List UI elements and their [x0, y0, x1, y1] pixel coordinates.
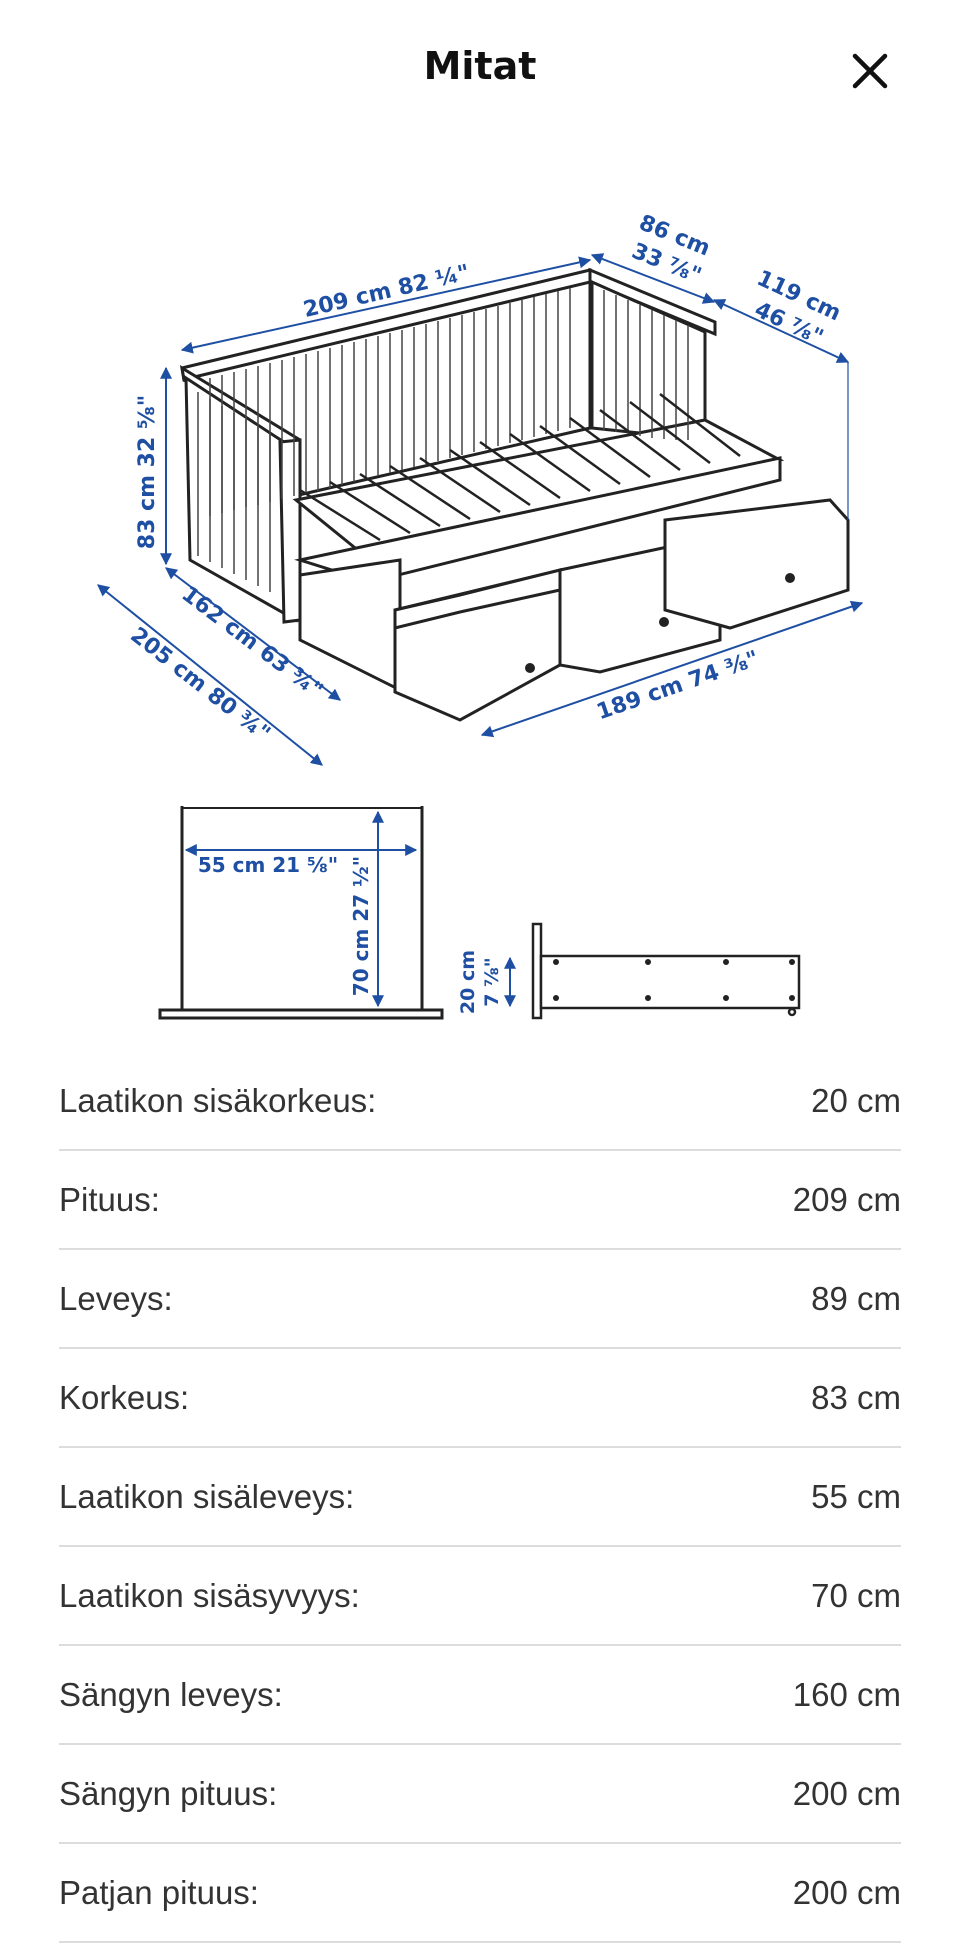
spec-value: 20 cm: [811, 1082, 901, 1119]
daybed-drawing: 209 cm 82 ¼" 86 cm 33 ⅞" 119 cm 46 ⅞" 83…: [97, 210, 864, 1020]
spec-row: Pituus: 209 cm: [59, 1151, 901, 1250]
drawer-dim-lines: [184, 810, 418, 1008]
spec-label: Leveys:: [59, 1280, 173, 1317]
spec-value: 83 cm: [811, 1379, 901, 1416]
spec-label: Patjan pituus:: [59, 1874, 259, 1911]
spec-row: Sängyn pituus: 200 cm: [59, 1745, 901, 1844]
spec-label: Laatikon sisäkorkeus:: [59, 1082, 377, 1119]
drawer-side-view: [531, 922, 801, 1020]
spec-row: Korkeus: 83 cm: [59, 1349, 901, 1448]
dim-drawer-width: 55 cm 21 ⅝": [198, 853, 338, 877]
page-title: Mitat: [423, 44, 537, 88]
close-button[interactable]: [845, 46, 895, 96]
spec-value: 55 cm: [811, 1478, 901, 1515]
spec-row: Sängyn leveys: 160 cm: [59, 1646, 901, 1745]
spec-label: Laatikon sisäsyvyys:: [59, 1577, 360, 1614]
spec-value: 200 cm: [792, 1775, 901, 1812]
spec-row: Laatikon sisäleveys: 55 cm: [59, 1448, 901, 1547]
spec-label: Pituus:: [59, 1181, 160, 1218]
drawer-top-view: [158, 806, 444, 1020]
sheet-header: Mitat: [0, 0, 960, 140]
spec-label: Korkeus:: [59, 1379, 190, 1416]
spec-value: 160 cm: [792, 1676, 901, 1713]
close-icon: [852, 53, 888, 89]
spec-row: Patjan pituus: 200 cm: [59, 1844, 901, 1943]
dim-drawer-depth: 70 cm 27 ½": [349, 856, 373, 996]
dimension-illustration: 209 cm 82 ¼" 86 cm 33 ⅞" 119 cm 46 ⅞" 83…: [0, 140, 960, 1040]
bed-slats: [299, 393, 741, 542]
dim-drawer-height-cm: 20 cm: [457, 950, 479, 1014]
spec-label: Sängyn pituus:: [59, 1775, 278, 1812]
spec-row: Laatikon sisäsyvyys: 70 cm: [59, 1547, 901, 1646]
spec-value: 89 cm: [811, 1280, 901, 1317]
spec-label: Laatikon sisäleveys:: [59, 1478, 355, 1515]
spec-value: 70 cm: [811, 1577, 901, 1614]
spec-list: Laatikon sisäkorkeus: 20 cm Pituus: 209 …: [59, 1052, 901, 1943]
spec-row: Laatikon sisäkorkeus: 20 cm: [59, 1052, 901, 1151]
dim-height: 83 cm 32 ⅝": [135, 395, 160, 549]
spec-row: Leveys: 89 cm: [59, 1250, 901, 1349]
drawer-side-dots: [553, 959, 795, 1001]
dim-drawer-height-in: 7 ⅞": [481, 957, 503, 1006]
dimension-lines: [97, 253, 864, 766]
spec-value: 200 cm: [792, 1874, 901, 1911]
spec-label: Sängyn leveys:: [59, 1676, 283, 1713]
spec-value: 209 cm: [792, 1181, 901, 1218]
